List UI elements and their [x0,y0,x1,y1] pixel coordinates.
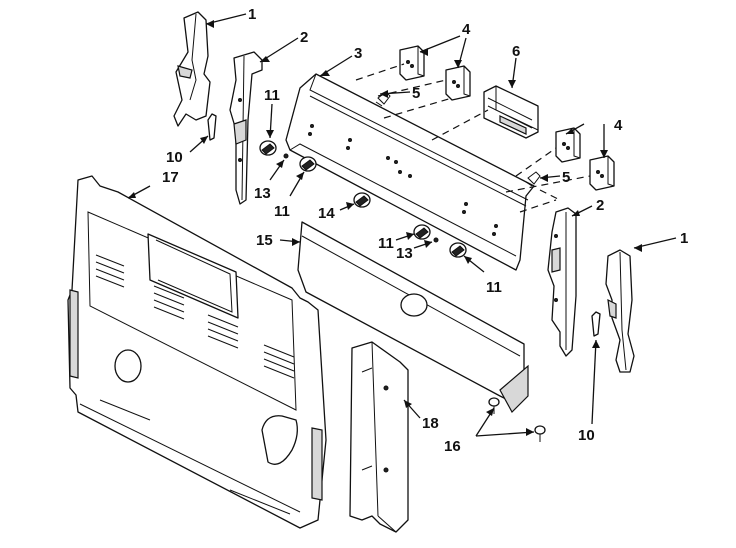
switch-b [445,65,471,101]
console-pins [308,124,498,236]
console-part [285,73,535,271]
vent-slots [95,254,295,379]
switch-c [555,127,581,163]
callout-14: 14 [318,205,335,222]
switch-a [399,45,425,81]
screws-part [488,397,546,442]
switches-top [399,45,471,101]
knob-11-d [449,242,467,258]
callout-11-d: 11 [486,279,502,296]
clips [283,153,439,243]
screw-a [488,397,500,414]
callout-17: 17 [162,169,179,186]
callout-6: 6 [512,43,520,60]
callout-labels: 1 2 3 4 5 6 11 10 17 13 11 14 15 11 13 4… [162,6,688,455]
switches-lower [555,127,615,191]
callout-13-b: 13 [396,245,413,262]
knob-11-a [259,140,277,156]
leader-lines [127,13,677,437]
bracket-part [349,341,409,533]
knob-11-b [299,156,317,172]
end-cap-left-part [173,11,211,127]
side-bracket-right-part [547,207,577,357]
callout-16: 16 [444,438,461,455]
callout-13-a: 13 [254,185,271,202]
callout-2-right: 2 [596,197,604,214]
knob-14 [353,192,371,208]
control-panel-back-part [297,221,529,413]
side-bracket-left-part [229,51,263,205]
rear-panel-part [67,175,327,529]
knob-11-c [413,224,431,240]
callout-18: 18 [422,415,439,432]
knobs [259,140,467,258]
end-cap-right-part [605,249,635,373]
callout-11-c: 11 [378,235,394,252]
switch-d [589,155,615,191]
callout-5-lower: 5 [562,169,570,186]
callout-15: 15 [256,232,273,249]
clip-left-part [207,113,217,141]
callout-5-top: 5 [412,85,420,102]
callout-10-right: 10 [578,427,595,444]
screw-b [534,425,546,442]
callout-11-a: 11 [264,87,280,104]
callout-2-top: 2 [300,29,308,46]
timer-part [483,85,539,139]
callout-10-left: 10 [166,149,183,166]
callout-4-top: 4 [462,21,471,38]
clip-right-part [591,311,601,337]
callout-11-b: 11 [274,203,290,220]
callout-3: 3 [354,45,362,62]
assembly-lines [355,63,591,213]
terminals [375,91,541,187]
callout-1-right: 1 [680,230,688,247]
callout-1-top: 1 [248,6,256,23]
callout-4-lower: 4 [614,117,623,134]
